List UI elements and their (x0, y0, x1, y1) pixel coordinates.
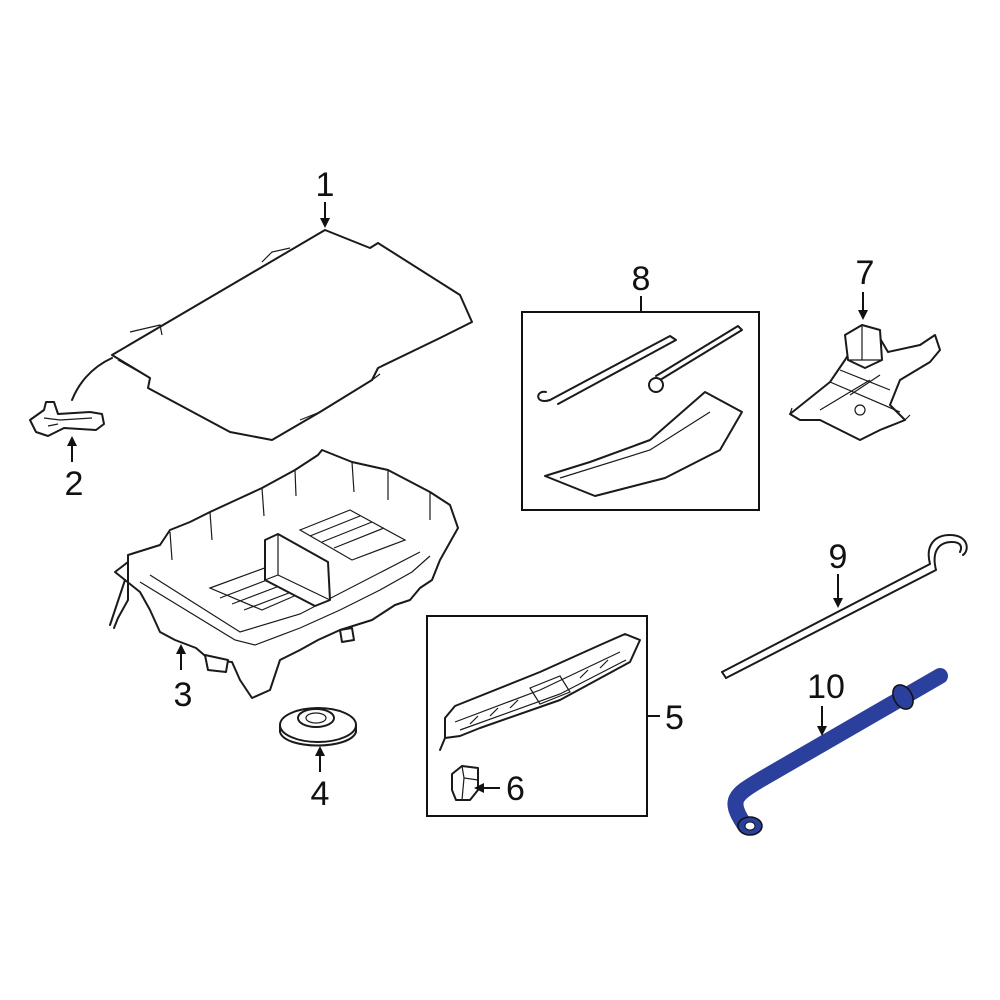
callout-label: 1 (316, 166, 335, 204)
tool-bag-part[interactable] (544, 391, 743, 497)
callout-6: 6 (474, 770, 525, 808)
callout-label: 10 (807, 668, 845, 706)
jack-handle-part[interactable] (721, 534, 968, 679)
lug-wrench-part[interactable] (727, 668, 948, 836)
callout-7: 7 (856, 254, 875, 320)
scissor-jack-part[interactable] (789, 324, 941, 441)
callout-4: 4 (311, 746, 330, 813)
cover-strap-clip-part[interactable] (29, 401, 105, 437)
sill-plate-part[interactable] (439, 633, 641, 751)
callout-label: 7 (856, 254, 875, 292)
callout-1: 1 (316, 166, 335, 228)
callout-2: 2 (65, 436, 84, 503)
callout-label: 5 (665, 699, 684, 737)
storage-tray-part[interactable] (109, 449, 459, 699)
callout-5: 5 (648, 699, 684, 737)
callout-label: 3 (174, 676, 193, 714)
callout-label: 9 (829, 538, 848, 576)
callout-3: 3 (174, 644, 193, 714)
callout-8: 8 (632, 260, 651, 298)
callout-label: 4 (311, 775, 330, 813)
grommet-part[interactable] (279, 707, 357, 747)
rod-part[interactable] (648, 325, 743, 393)
sill-plate-group-box (426, 615, 648, 817)
callout-label: 8 (632, 260, 651, 298)
tool-kit-group-box (521, 296, 760, 511)
retainer-clip-part[interactable] (451, 765, 479, 801)
callout-label: 2 (65, 465, 84, 503)
hook-rod-part[interactable] (537, 335, 677, 405)
callout-label: 6 (506, 770, 525, 808)
callout-10: 10 (807, 668, 845, 736)
callout-9: 9 (829, 538, 848, 608)
load-floor-cover-part[interactable] (71, 229, 473, 441)
